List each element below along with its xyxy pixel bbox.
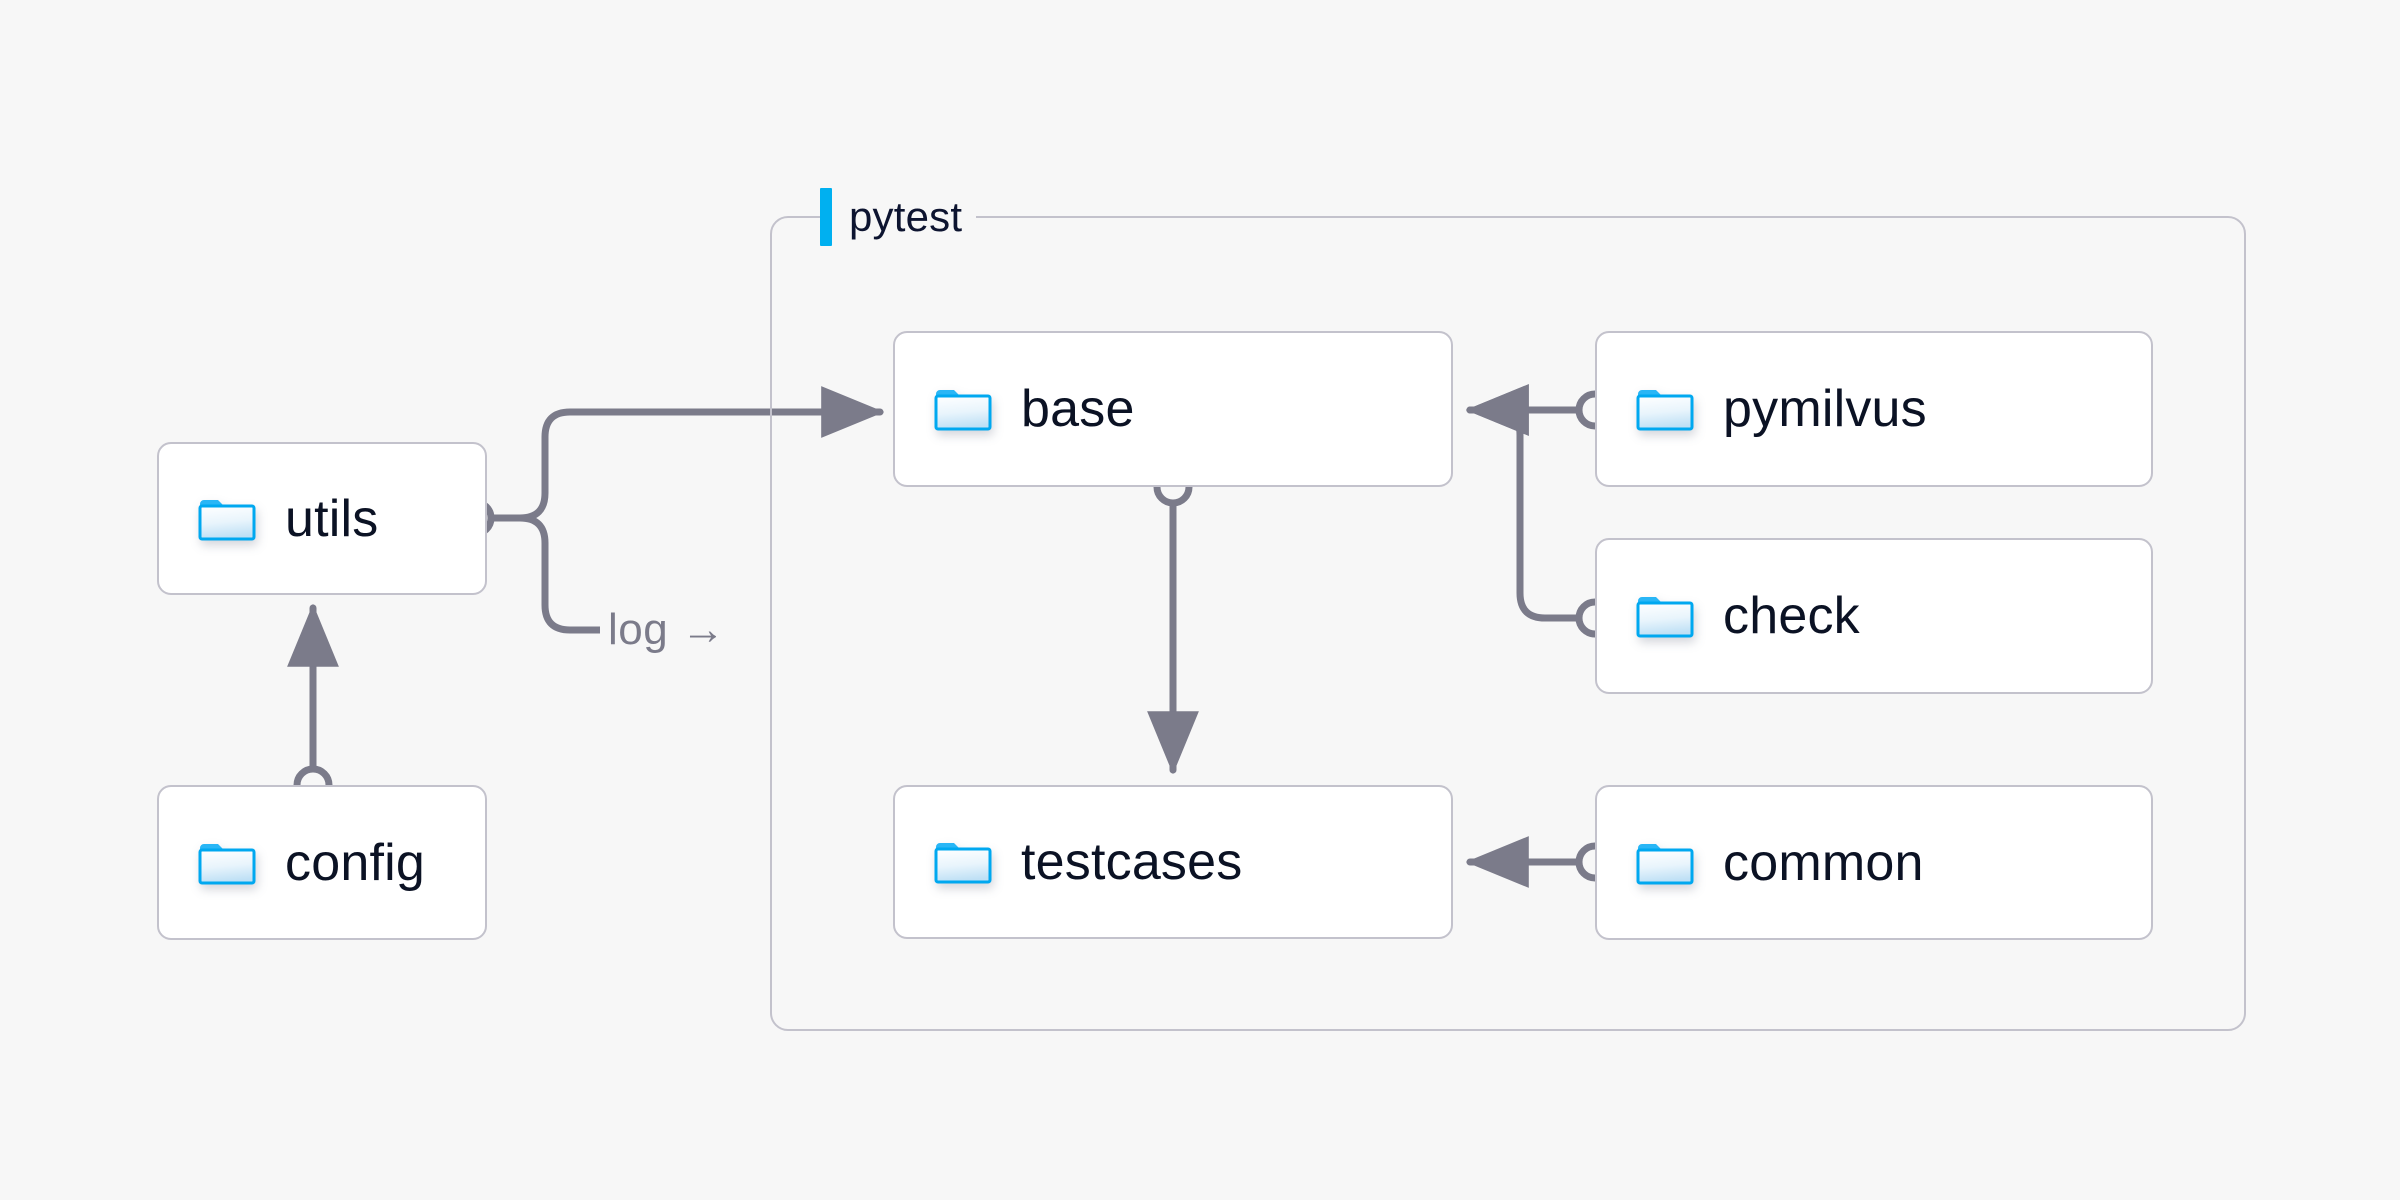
node-common[interactable]: common (1595, 785, 2153, 940)
node-pymilvus[interactable]: pymilvus (1595, 331, 2153, 487)
node-config-label: config (285, 833, 425, 892)
node-testcases[interactable]: testcases (893, 785, 1453, 939)
folder-icon (197, 839, 257, 887)
node-common-label: common (1723, 833, 1924, 892)
group-pytest[interactable] (770, 216, 2246, 1031)
node-check[interactable]: check (1595, 538, 2153, 694)
node-base[interactable]: base (893, 331, 1453, 487)
group-pytest-label: pytest (849, 193, 963, 240)
node-utils-label: utils (285, 489, 379, 548)
folder-icon (1635, 385, 1695, 433)
node-utils[interactable]: utils (157, 442, 487, 595)
folder-icon (933, 838, 993, 886)
group-pytest-title: pytest (820, 188, 977, 246)
node-pymilvus-label: pymilvus (1723, 380, 1927, 438)
edge-utils-to-log (483, 514, 609, 634)
node-check-label: check (1723, 587, 1860, 645)
edge-label-log: log → (600, 608, 734, 652)
folder-icon (1635, 839, 1695, 887)
folder-icon (1635, 592, 1695, 640)
accent-bar-icon (820, 188, 832, 246)
folder-icon (197, 495, 257, 543)
node-testcases-label: testcases (1021, 833, 1243, 891)
node-base-label: base (1021, 380, 1135, 438)
node-config[interactable]: config (157, 785, 487, 940)
folder-icon (933, 385, 993, 433)
